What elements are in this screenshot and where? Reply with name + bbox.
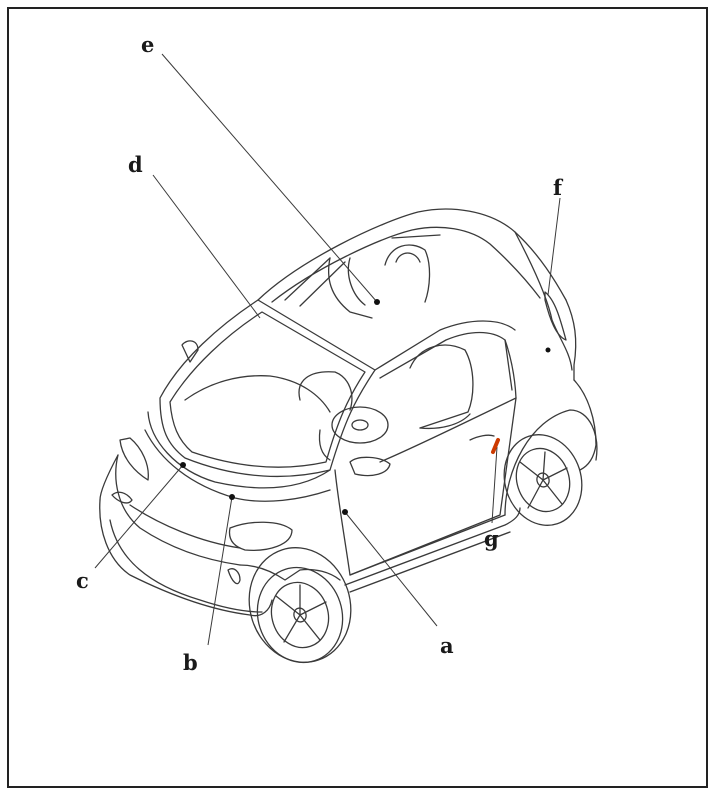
callout-a: a [440, 633, 454, 658]
hood [147, 411, 331, 489]
rear-spokes [519, 451, 568, 509]
leader-f [547, 197, 561, 296]
callout-c: c [76, 568, 89, 593]
marker-f [545, 347, 551, 353]
sunroof-edge [284, 234, 441, 307]
b-pillar [504, 339, 517, 399]
windshield-inner [169, 311, 366, 468]
headrest [395, 252, 421, 263]
door-window-top [379, 331, 513, 391]
steering-wheel [331, 406, 389, 444]
passenger-seat [409, 344, 474, 429]
gear-stick [318, 429, 331, 461]
front-left-corner [99, 454, 119, 501]
driver-seat [298, 371, 353, 411]
marker-g [491, 438, 500, 454]
rear-hub [536, 472, 550, 488]
front-face [115, 454, 241, 566]
front-hub [293, 607, 307, 623]
bumper-lower [109, 519, 263, 613]
rear-light [544, 291, 567, 341]
front-tire [256, 566, 344, 664]
a-pillar [374, 320, 516, 371]
front-panel-lower [239, 564, 341, 581]
marker-e [374, 299, 380, 305]
front-rim [270, 581, 330, 649]
rear-tire [503, 434, 583, 526]
fog-light-right [227, 568, 241, 585]
marker-c [180, 462, 186, 468]
leader-e [161, 53, 378, 303]
windshield-outer [159, 299, 376, 478]
headlight-left [119, 437, 149, 481]
callout-e: e [141, 32, 154, 57]
seat-base [419, 413, 471, 430]
callout-b: b [183, 650, 198, 675]
leader-b [207, 496, 233, 646]
roof-inner [271, 226, 541, 303]
rear-corner [565, 299, 577, 381]
leader-c [94, 464, 184, 569]
hood-crease [144, 429, 331, 502]
steering-hub [351, 419, 369, 431]
callout-g: g [484, 526, 499, 551]
roof-outline [257, 208, 567, 301]
sill [344, 507, 521, 586]
mirror-left [181, 340, 199, 363]
rear-bumper [573, 379, 597, 471]
headlight-right [228, 521, 293, 551]
dashboard [184, 375, 331, 413]
bumper [99, 499, 273, 617]
callout-d: d [128, 152, 143, 177]
grille-band [129, 504, 241, 549]
rear-seat-side [327, 257, 373, 319]
rear-pillar [514, 231, 573, 371]
callout-f: f [553, 175, 564, 200]
sill-2 [349, 531, 511, 593]
leader-d [152, 174, 261, 319]
door-handle [469, 434, 495, 441]
fog-light-left [111, 491, 133, 504]
marker-b [229, 494, 235, 500]
rear-seat-2 [347, 257, 366, 306]
leader-a [344, 511, 438, 627]
front-spokes [275, 584, 327, 643]
marker-a [342, 509, 348, 515]
rear-seat-back [384, 244, 431, 303]
door-lower [349, 514, 506, 576]
rear-rim [515, 447, 571, 513]
leader-g [491, 446, 498, 524]
side-mirror [349, 456, 391, 477]
